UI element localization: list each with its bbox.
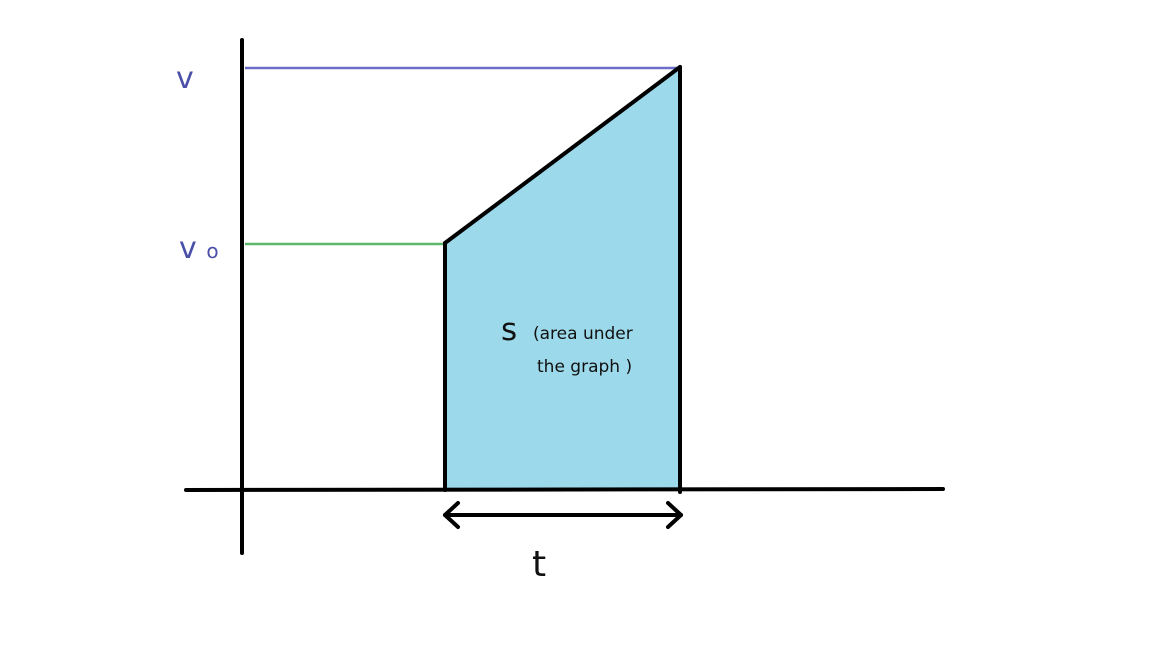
v0-label: v o — [179, 231, 219, 266]
time-interval-arrow — [443, 501, 683, 529]
area-caption-line2: the graph ) — [537, 357, 632, 377]
velocity-line — [443, 65, 682, 245]
v0-label-main: v — [179, 231, 197, 266]
v-label: v — [176, 61, 194, 96]
t-label: t — [532, 544, 546, 585]
x-axis — [184, 487, 945, 492]
area-under-graph — [445, 67, 680, 490]
s-label: s — [501, 312, 517, 348]
area-caption-line1: (area under — [533, 324, 633, 344]
v0-label-subscript: o — [206, 239, 218, 263]
